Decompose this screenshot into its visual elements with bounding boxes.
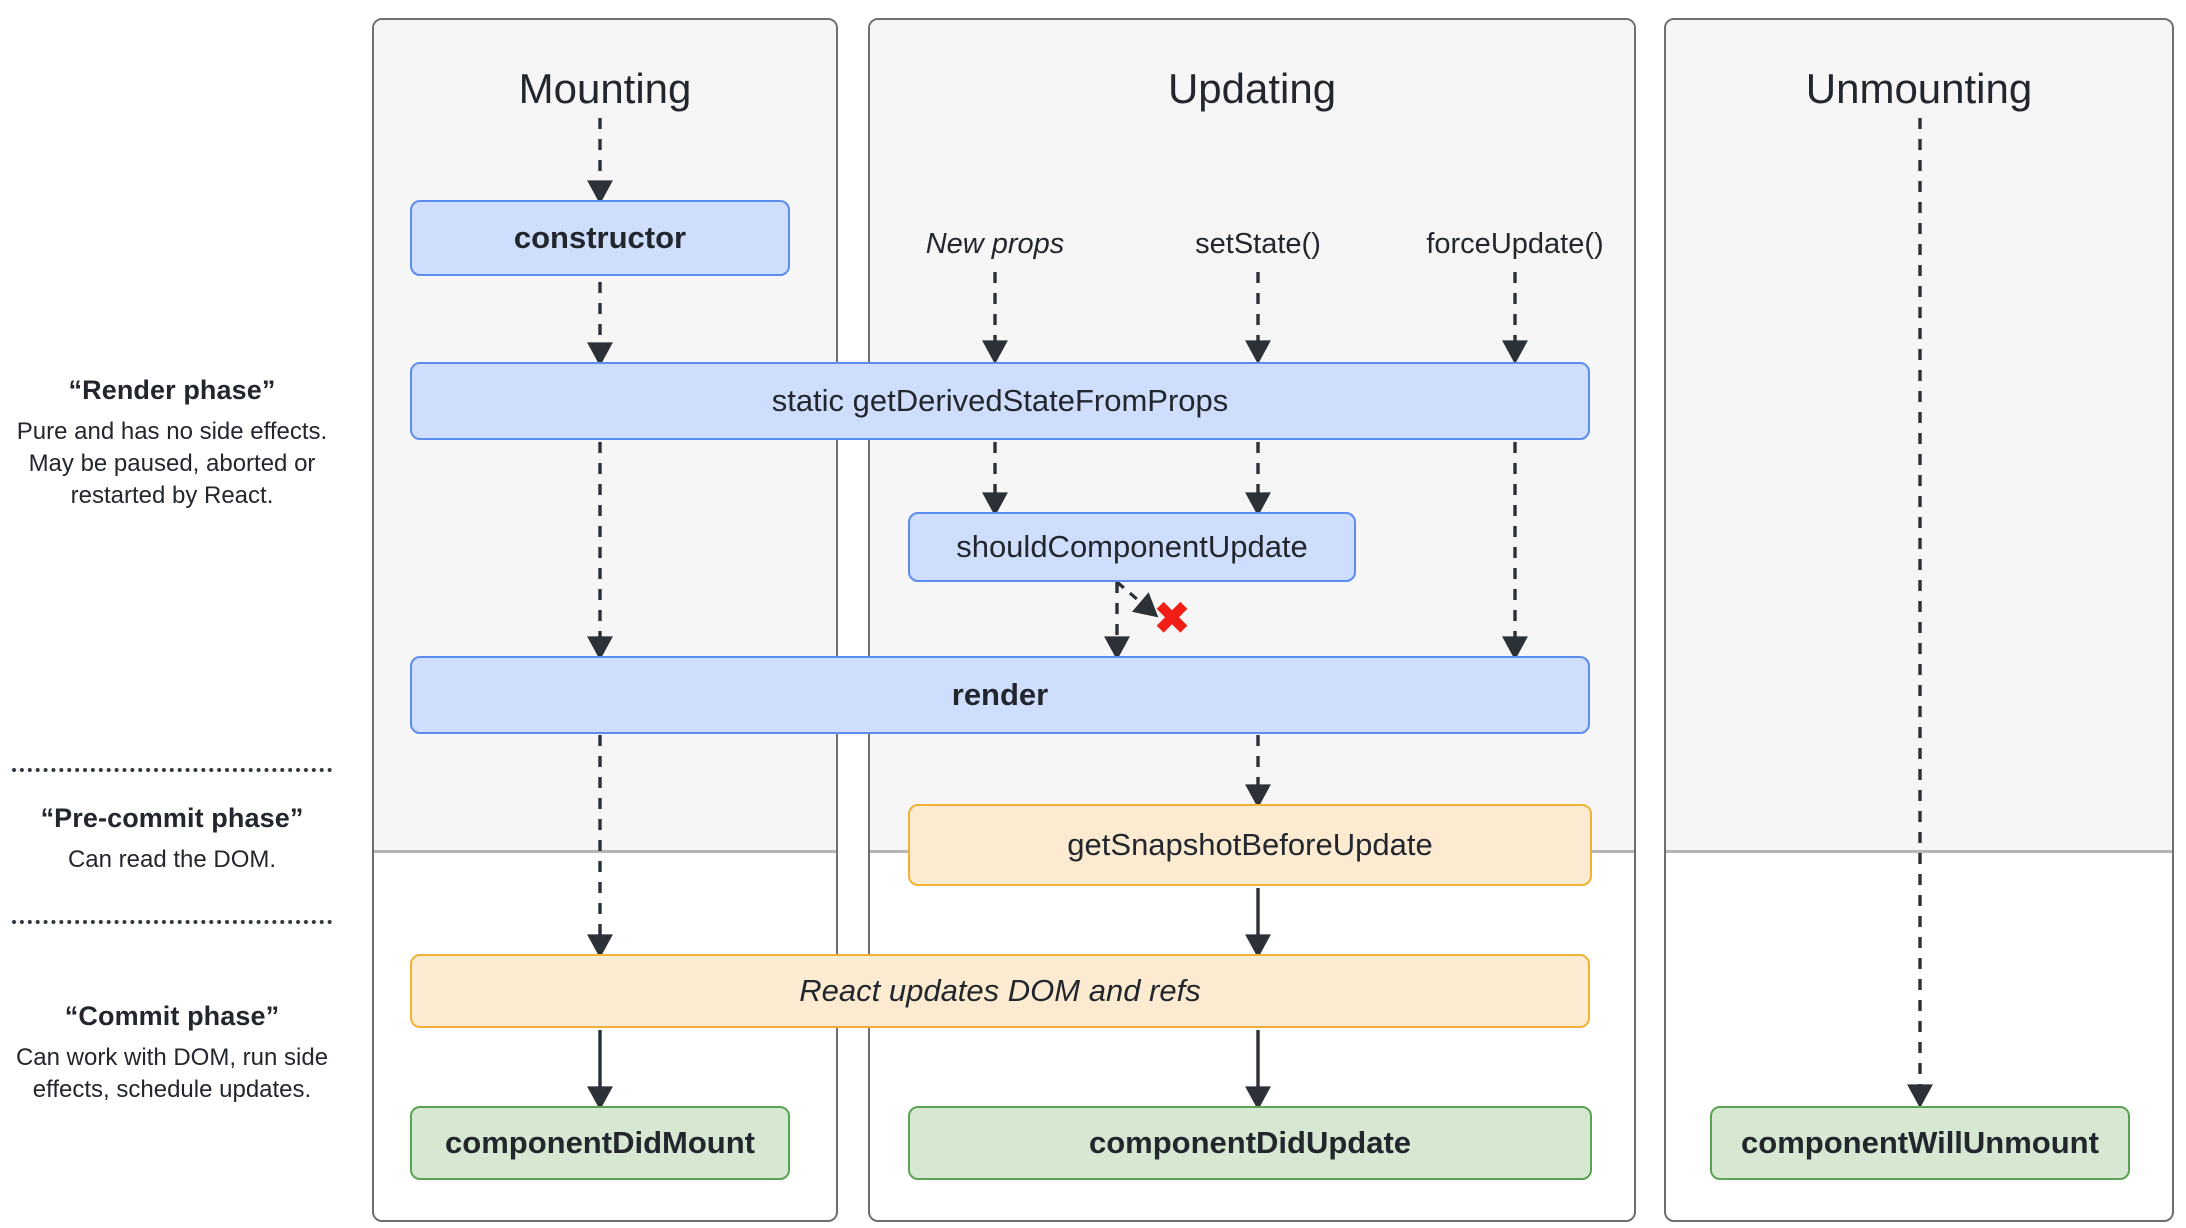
trigger-force-update: forceUpdate() <box>1426 228 1604 260</box>
legend-render-phase: “Render phase” Pure and has no side effe… <box>12 374 332 511</box>
panel-unmounting-render-region <box>1666 20 2172 853</box>
node-component-did-mount[interactable]: componentDidMount <box>410 1106 790 1180</box>
legend-commit-phase-title: “Commit phase” <box>64 1001 280 1031</box>
node-get-snapshot-before-update[interactable]: getSnapshotBeforeUpdate <box>908 804 1592 886</box>
node-constructor[interactable]: constructor <box>410 200 790 276</box>
legend-pre-commit-phase: “Pre-commit phase” Can read the DOM. <box>12 802 332 876</box>
panel-updating-title: Updating <box>1167 65 1337 112</box>
legend-divider-bottom <box>12 920 332 924</box>
panel-mounting-title: Mounting <box>518 65 692 112</box>
legend-pre-commit-phase-title: “Pre-commit phase” <box>40 803 304 833</box>
legend-render-phase-description: Pure and has no side effects. May be pau… <box>16 417 328 509</box>
node-render[interactable]: render <box>410 656 1590 734</box>
node-react-updates-dom-and-refs: React updates DOM and refs <box>410 954 1590 1028</box>
legend-pre-commit-phase-description: Can read the DOM. <box>67 845 277 873</box>
panel-unmounting-title: Unmounting <box>1805 65 2033 112</box>
trigger-new-props: New props <box>925 228 1065 260</box>
panel-updating: Updating <box>868 18 1636 1222</box>
node-component-did-update[interactable]: componentDidUpdate <box>908 1106 1592 1180</box>
panel-unmounting: Unmounting <box>1664 18 2174 1222</box>
legend-commit-phase-description: Can work with DOM, run side effects, sch… <box>15 1043 329 1103</box>
trigger-set-state: setState() <box>1195 228 1321 260</box>
legend-divider-top <box>12 768 332 772</box>
skip-render-x-icon: ✖ <box>1152 591 1192 645</box>
legend-commit-phase: “Commit phase” Can work with DOM, run si… <box>12 1000 332 1106</box>
panel-mounting: Mounting <box>372 18 838 1222</box>
node-get-derived-state-from-props[interactable]: static getDerivedStateFromProps <box>410 362 1590 440</box>
legend-render-phase-title: “Render phase” <box>68 375 276 405</box>
node-should-component-update[interactable]: shouldComponentUpdate <box>908 512 1356 582</box>
node-component-will-unmount[interactable]: componentWillUnmount <box>1710 1106 2130 1180</box>
